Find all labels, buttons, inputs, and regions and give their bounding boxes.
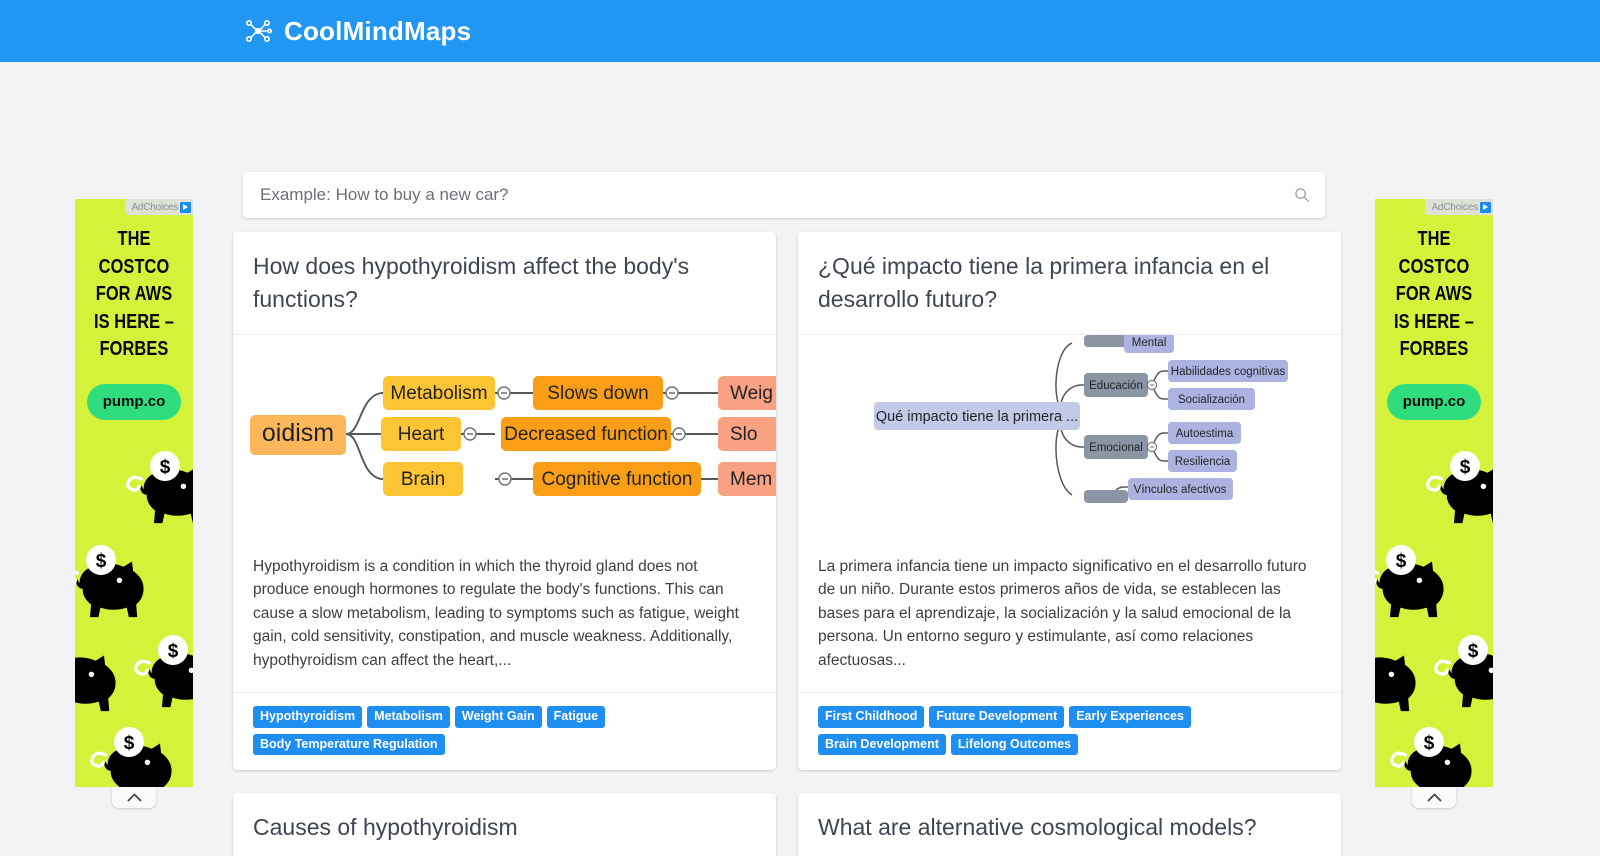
piggy-bank-pattern-icon: $ $ $ [75,446,193,787]
svg-text:Weig: Weig [730,383,773,404]
mindmap-root-node: oidism [250,414,346,455]
tag[interactable]: Lifelong Outcomes [950,733,1079,756]
brand[interactable]: CoolMindMaps [243,16,471,47]
mindmap-preview[interactable]: oidism Metabolism Heart Brain [233,334,776,537]
grid-column-right: ¿Qué impacto tiene la primera infancia e… [798,232,1341,856]
tag[interactable]: Metabolism [367,706,450,728]
search-input[interactable] [243,185,1325,205]
page-body: AdChoices THE COSTCO FOR AWS IS HERE – F… [0,62,1600,856]
mindmap-card[interactable]: Causes of hypothyroidism of hypothyroidi… [233,793,776,856]
svg-text:$: $ [1468,641,1479,662]
adchoices-badge[interactable]: AdChoices [125,199,193,215]
mindmap-network-icon [243,16,273,46]
svg-text:Heart: Heart [398,424,445,445]
card-tags: Hypothyroidism Metabolism Weight Gain Fa… [233,693,776,770]
mindmap-card[interactable]: How does hypothyroidism affect the body'… [233,232,776,771]
mindmap-card[interactable]: ¿Qué impacto tiene la primera infancia e… [798,232,1341,771]
svg-text:Metabolism: Metabolism [390,383,487,404]
right-ad-column: AdChoices THE COSTCO FOR AWS IS HERE – F… [1375,199,1493,808]
svg-text:Mental: Mental [1132,337,1167,349]
card-title: Causes of hypothyroidism [233,793,776,856]
svg-text:Socialización: Socialización [1178,394,1245,406]
ad-collapse-button[interactable] [1412,787,1456,808]
svg-text:$: $ [124,733,135,754]
card-description: La primera infancia tiene un impacto sig… [798,537,1341,694]
ad-unit[interactable]: AdChoices THE COSTCO FOR AWS IS HERE – F… [75,199,193,787]
mindmap-grid: How does hypothyroidism affect the body'… [233,232,1342,856]
tag[interactable]: Early Experiences [1069,706,1191,728]
chevron-up-icon [127,793,142,802]
adchoices-label: AdChoices [1431,201,1478,213]
grid-column-left: How does hypothyroidism affect the body'… [233,232,776,856]
svg-text:Slo: Slo [730,424,757,445]
ad-headline: THE COSTCO FOR AWS IS HERE – FORBES [1393,228,1475,361]
svg-text:Educación: Educación [1089,380,1143,392]
card-description: Hypothyroidism is a condition in which t… [233,537,776,694]
adchoices-badge[interactable]: AdChoices [1425,199,1493,215]
ad-collapse-button[interactable] [112,787,156,808]
card-title: ¿Qué impacto tiene la primera infancia e… [798,232,1341,335]
piggy-bank-pattern-icon: $ $ $ [1375,446,1493,787]
svg-text:Mem: Mem [730,469,772,490]
svg-text:Brain: Brain [401,469,445,490]
search-section [243,172,1325,218]
svg-text:Habilidades cognitivas: Habilidades cognitivas [1171,366,1286,378]
ad-headline: THE COSTCO FOR AWS IS HERE – FORBES [93,228,175,361]
ad-cta-button[interactable]: pump.co [1387,383,1481,420]
left-ad-column: AdChoices THE COSTCO FOR AWS IS HERE – F… [75,199,193,808]
mindmap-card[interactable]: What are alternative cosmological models… [798,793,1341,856]
mindmap-preview[interactable]: Qué impacto tiene la primera ... Educaci… [798,334,1341,537]
card-tags: First Childhood Future Development Early… [798,693,1341,770]
ad-unit[interactable]: AdChoices THE COSTCO FOR AWS IS HERE – F… [1375,199,1493,787]
card-title: How does hypothyroidism affect the body'… [233,232,776,335]
svg-text:oidism: oidism [262,419,334,447]
app-header: CoolMindMaps [0,0,1600,62]
svg-text:Slows down: Slows down [547,383,648,404]
tag[interactable]: First Childhood [818,706,925,728]
svg-text:Decreased function: Decreased function [504,424,668,445]
tag[interactable]: Future Development [929,706,1065,728]
svg-text:$: $ [160,457,171,478]
svg-text:$: $ [96,551,107,572]
svg-text:Cognitive function: Cognitive function [541,469,692,490]
search-icon[interactable] [1293,186,1311,204]
tag[interactable]: Weight Gain [454,706,542,728]
app-title: CoolMindMaps [284,15,472,46]
tag[interactable]: Fatigue [546,706,606,728]
svg-text:Autoestima: Autoestima [1176,428,1234,440]
svg-text:Vínculos afectivos: Vínculos afectivos [1134,484,1227,496]
tag[interactable]: Hypothyroidism [253,706,363,728]
ad-cta-button[interactable]: pump.co [87,383,181,420]
svg-text:$: $ [1460,457,1471,478]
adchoices-triangle-icon [1480,201,1491,213]
adchoices-triangle-icon [180,201,191,213]
tag[interactable]: Brain Development [818,733,946,756]
svg-text:Resiliencia: Resiliencia [1175,456,1231,468]
svg-text:Qué impacto tiene la primera .: Qué impacto tiene la primera ... [876,409,1078,425]
chevron-up-icon [1427,793,1442,802]
svg-text:Emocional: Emocional [1089,442,1143,454]
search-box[interactable] [243,172,1325,218]
tag[interactable]: Body Temperature Regulation [253,733,445,756]
svg-text:$: $ [1424,733,1435,754]
svg-text:$: $ [1396,551,1407,572]
svg-text:$: $ [168,641,179,662]
card-title: What are alternative cosmological models… [798,793,1341,856]
adchoices-label: AdChoices [131,201,178,213]
